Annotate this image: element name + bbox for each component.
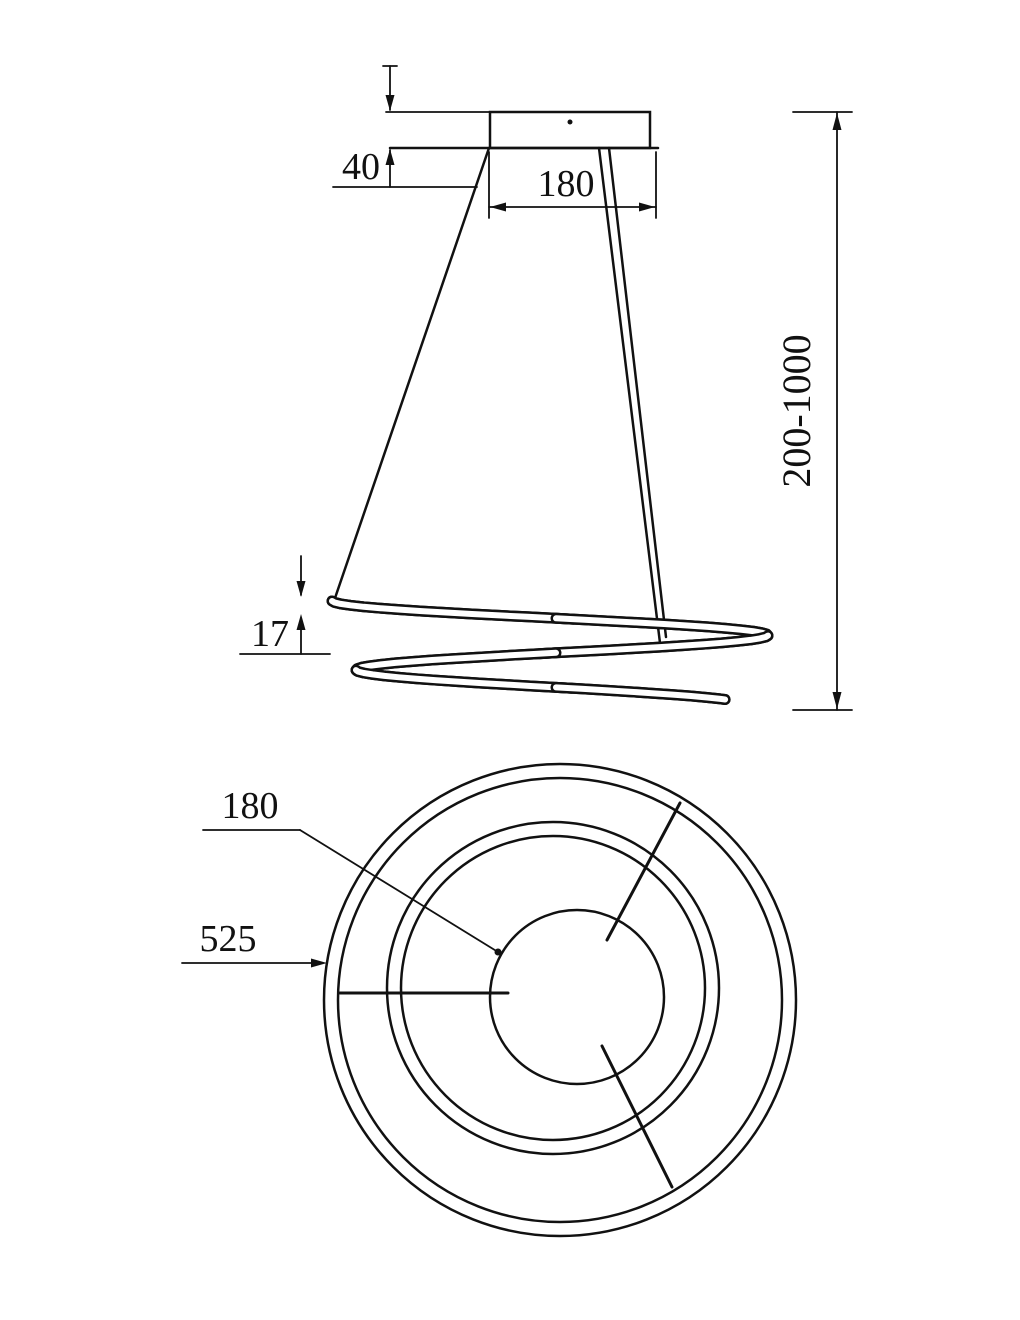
spiral-tube-segment [553,684,729,703]
suspension-wire-right-b [607,146,668,639]
elevation-view: 40 180 200-1000 17 [239,65,853,711]
dim-17-arrow-up-icon [296,614,306,630]
middle-ring-inner-edge [399,834,707,1142]
spiral-tube-segment [329,598,577,623]
middle-ring-outer-edge [385,820,721,1156]
dim-plan-outer-arrow-icon [311,958,327,968]
dim-180-arrow-left-icon [490,202,506,212]
dim-tube-diameter: 17 [239,555,331,655]
suspension-wire-right-a [597,146,662,645]
dim-tube-diameter-label: 17 [251,613,289,655]
dim-17-arrow-down-icon [296,581,306,597]
dim-height-range: 200-1000 [774,111,853,711]
dim-plan-inner-leader [299,829,499,953]
suspension-wire-left [332,146,491,603]
spoke-bottom [600,1044,674,1189]
spiral-tube-segment [536,632,771,657]
dim-180-arrow-right-icon [639,202,655,212]
dim-range-arrow-down-icon [832,692,842,709]
outer-ring-outer-edge [322,762,798,1238]
dim-height-range-label: 200-1000 [774,334,819,487]
dim-canopy-height: 40 [332,65,478,188]
dim-plan-outer: 525 [181,918,327,968]
plan-view: 180 525 [181,762,798,1238]
dim-plan-inner-label: 180 [222,785,279,827]
dim-range-arrow-up-icon [832,113,842,130]
dim-plan-outer-label: 525 [200,918,257,960]
dim-canopy-width: 180 [488,151,657,219]
spiral-tube-side [326,595,774,705]
dim-canopy-height-label: 40 [342,146,380,188]
inner-circle [488,908,666,1086]
outer-ring-inner-edge [336,776,784,1224]
ceiling-canopy [488,110,652,150]
canopy-hole [567,119,573,125]
dim-40-arrow-down-icon [385,95,395,111]
dim-plan-inner-leader-dot [494,948,502,956]
spiral-tube-segment [353,667,575,692]
dim-canopy-width-label: 180 [538,163,595,205]
dim-plan-inner: 180 [202,785,502,956]
spoke-top-right [605,801,682,942]
